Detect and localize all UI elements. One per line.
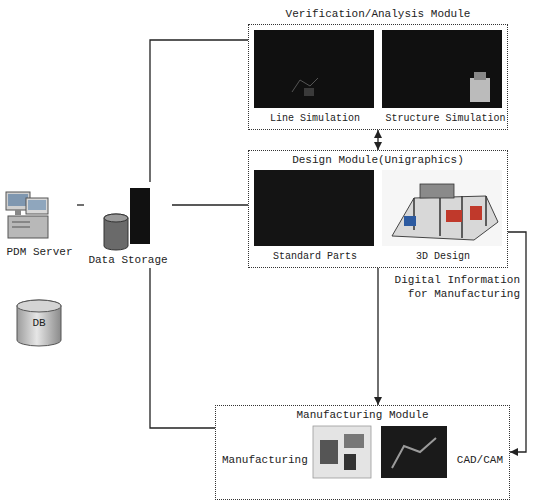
machine-photo-part [344, 434, 364, 448]
monitor-screen [28, 200, 46, 210]
connector-line [150, 268, 215, 428]
machine-photo-part [344, 454, 356, 470]
standard-parts-image [254, 170, 374, 246]
monitor-icon [26, 198, 48, 214]
node-label: Structure Simulation [385, 112, 505, 125]
monitor-screen [8, 194, 28, 206]
module-box: Verification/Analysis ModuleLine Simulat… [248, 24, 508, 130]
machine-part [404, 216, 416, 226]
toolpath [392, 438, 436, 468]
node-label: Manufacturing Module [296, 409, 428, 422]
server-slot [12, 222, 30, 227]
node-label: Data Storage [88, 254, 167, 267]
server-node: PDM Server [2, 186, 77, 260]
module-box: Design Module(Unigraphics) Standard Parts… [248, 150, 508, 268]
connector-line [77, 204, 84, 205]
structure-figure [470, 78, 490, 102]
node-label: Line Simulation [270, 112, 360, 125]
line-simulation-image [254, 30, 374, 108]
cad-cam-panel: CAD/CAM [382, 424, 507, 496]
edge-label: Digital Information for Manufacturing [386, 273, 520, 301]
storage-node: Data Storage [84, 182, 172, 268]
node-label: PDM Server [6, 246, 72, 259]
node-label: 3D Design [416, 250, 470, 263]
node-label: CAD/CAM [457, 454, 503, 467]
manufacturing-image [313, 426, 371, 478]
node-label: Verification/Analysis Module [286, 8, 471, 21]
machine-photo-part [320, 440, 338, 464]
node-label: DB [32, 317, 45, 330]
node-label: Design Module(Unigraphics) [292, 154, 464, 167]
design-panel: Standard Parts [253, 169, 377, 265]
cylinder-body [17, 300, 61, 346]
structure-figure [474, 72, 486, 80]
machine-frame [414, 196, 486, 238]
connector-arrow [377, 268, 378, 405]
machine-part [420, 184, 454, 198]
simulation-figure [304, 88, 314, 96]
module-box: Manufacturing ModuleManufacturing CAD/CAM [215, 405, 510, 500]
cad-cam-image [381, 426, 447, 478]
connector-line [150, 40, 248, 182]
node-label: Standard Parts [273, 250, 357, 263]
machine-part [470, 206, 482, 220]
structure-simulation-image [382, 30, 502, 108]
3d-design-image [382, 170, 502, 246]
connector-arrow [377, 130, 378, 150]
machine-frame [392, 196, 498, 240]
database-cylinder: DB [15, 298, 63, 348]
storage-drum-top [104, 214, 128, 222]
connector-arrow [508, 232, 526, 452]
storage-tower [130, 188, 150, 244]
monitor-stand [15, 210, 21, 215]
design-panel: 3D Design [381, 169, 505, 265]
simulation-panel: Line Simulation [253, 29, 377, 127]
cylinder-top [17, 300, 61, 312]
storage-drum [104, 214, 128, 250]
machine-part [446, 210, 462, 222]
manufacturing-panel: Manufacturing [220, 424, 378, 496]
node-label: Manufacturing [222, 454, 308, 467]
server-case [8, 216, 48, 238]
connector-line [172, 204, 248, 205]
simulation-panel: Structure Simulation [381, 29, 510, 127]
